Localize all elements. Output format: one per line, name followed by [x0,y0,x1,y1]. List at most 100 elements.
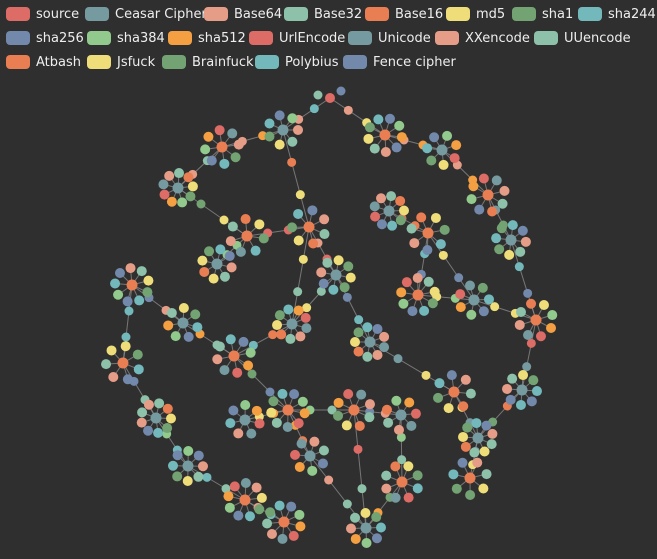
leaf-node[interactable] [423,276,434,287]
leaf-node[interactable] [468,181,479,192]
graph-node[interactable] [342,499,352,509]
graph-node[interactable] [421,370,431,380]
leaf-node[interactable] [168,460,179,471]
leaf-node[interactable] [449,153,460,164]
legend-item-uuencode[interactable]: UUencode [534,28,631,48]
leaf-node[interactable] [406,223,417,234]
leaf-node[interactable] [178,303,189,314]
leaf-node[interactable] [143,275,154,286]
leaf-node[interactable] [153,427,164,438]
leaf-node[interactable] [381,470,392,481]
leaf-node[interactable] [354,420,365,431]
graph-node[interactable] [287,157,297,167]
leaf-node[interactable] [465,388,476,399]
leaf-node[interactable] [187,181,198,192]
leaf-node[interactable] [233,510,244,521]
legend-item-fence-cipher[interactable]: Fence cipher [343,52,456,72]
hub-node[interactable] [239,414,251,426]
leaf-node[interactable] [287,136,298,147]
leaf-node[interactable] [350,337,360,347]
leaf-node[interactable] [350,512,361,523]
leaf-node[interactable] [396,132,407,143]
leaf-node[interactable] [391,395,402,406]
legend-item-ceasar-cipher[interactable]: Ceasar Cipher [85,4,207,24]
leaf-node[interactable] [403,492,414,503]
leaf-node[interactable] [287,113,298,124]
leaf-node[interactable] [264,131,275,142]
leaf-node[interactable] [446,370,457,381]
leaf-node[interactable] [227,128,238,139]
leaf-node[interactable] [122,374,133,385]
leaf-node[interactable] [384,113,395,124]
hub-node[interactable] [177,317,189,329]
leaf-node[interactable] [243,360,254,371]
leaf-node[interactable] [455,289,466,300]
hub-node[interactable] [383,205,395,217]
leaf-node[interactable] [299,408,310,419]
leaf-node[interactable] [515,246,526,257]
leaf-node[interactable] [300,312,311,323]
leaf-node[interactable] [339,282,350,293]
leaf-node[interactable] [294,509,305,520]
leaf-node[interactable] [274,310,285,321]
leaf-node[interactable] [434,378,445,389]
graph-node[interactable] [393,354,403,364]
leaf-node[interactable] [289,389,300,400]
leaf-node[interactable] [143,399,154,410]
leaf-node[interactable] [120,341,131,352]
leaf-node[interactable] [429,132,440,143]
leaf-node[interactable] [143,425,154,436]
leaf-node[interactable] [517,225,528,236]
leaf-node[interactable] [172,450,183,461]
leaf-node[interactable] [309,436,320,447]
leaf-node[interactable] [396,287,407,298]
legend-item-sha384[interactable]: sha384 [87,28,165,48]
leaf-node[interactable] [166,307,177,318]
leaf-node[interactable] [451,483,462,494]
leaf-node[interactable] [288,530,299,541]
leaf-node[interactable] [394,120,405,131]
graph-node[interactable] [265,387,275,397]
leaf-node[interactable] [214,341,225,352]
leaf-node[interactable] [478,483,489,494]
leaf-node[interactable] [177,197,188,208]
legend-item-urlencode[interactable]: UrlEncode [249,28,345,48]
leaf-node[interactable] [293,235,304,246]
leaf-node[interactable] [293,208,304,219]
leaf-node[interactable] [538,299,549,310]
leaf-node[interactable] [233,139,244,150]
leaf-node[interactable] [318,445,329,456]
hub-node[interactable] [348,404,360,416]
leaf-node[interactable] [225,418,236,429]
graph-node[interactable] [219,215,229,225]
leaf-node[interactable] [287,222,298,233]
leaf-node[interactable] [412,470,423,481]
leaf-node[interactable] [319,229,330,240]
leaf-node[interactable] [535,331,546,342]
leaf-node[interactable] [364,399,375,410]
leaf-node[interactable] [113,289,124,300]
leaf-node[interactable] [322,257,333,268]
leaf-node[interactable] [369,201,380,212]
leaf-node[interactable] [212,354,223,365]
leaf-node[interactable] [333,410,344,421]
leaf-node[interactable] [225,334,236,345]
leaf-node[interactable] [245,347,256,358]
leaf-node[interactable] [110,278,121,289]
leaf-node[interactable] [520,236,531,247]
leaf-node[interactable] [219,158,230,169]
leaf-node[interactable] [412,483,423,494]
leaf-node[interactable] [362,351,373,362]
hub-node[interactable] [448,386,460,398]
leaf-node[interactable] [282,421,293,432]
leaf-node[interactable] [199,266,210,277]
leaf-node[interactable] [442,130,453,141]
leaf-node[interactable] [505,394,516,405]
hub-node[interactable] [277,124,289,136]
graph-node[interactable] [309,104,319,114]
hub-node[interactable] [530,314,542,326]
legend-item-atbash[interactable]: Atbash [6,52,81,72]
hub-node[interactable] [379,129,391,141]
leaf-node[interactable] [174,168,185,179]
